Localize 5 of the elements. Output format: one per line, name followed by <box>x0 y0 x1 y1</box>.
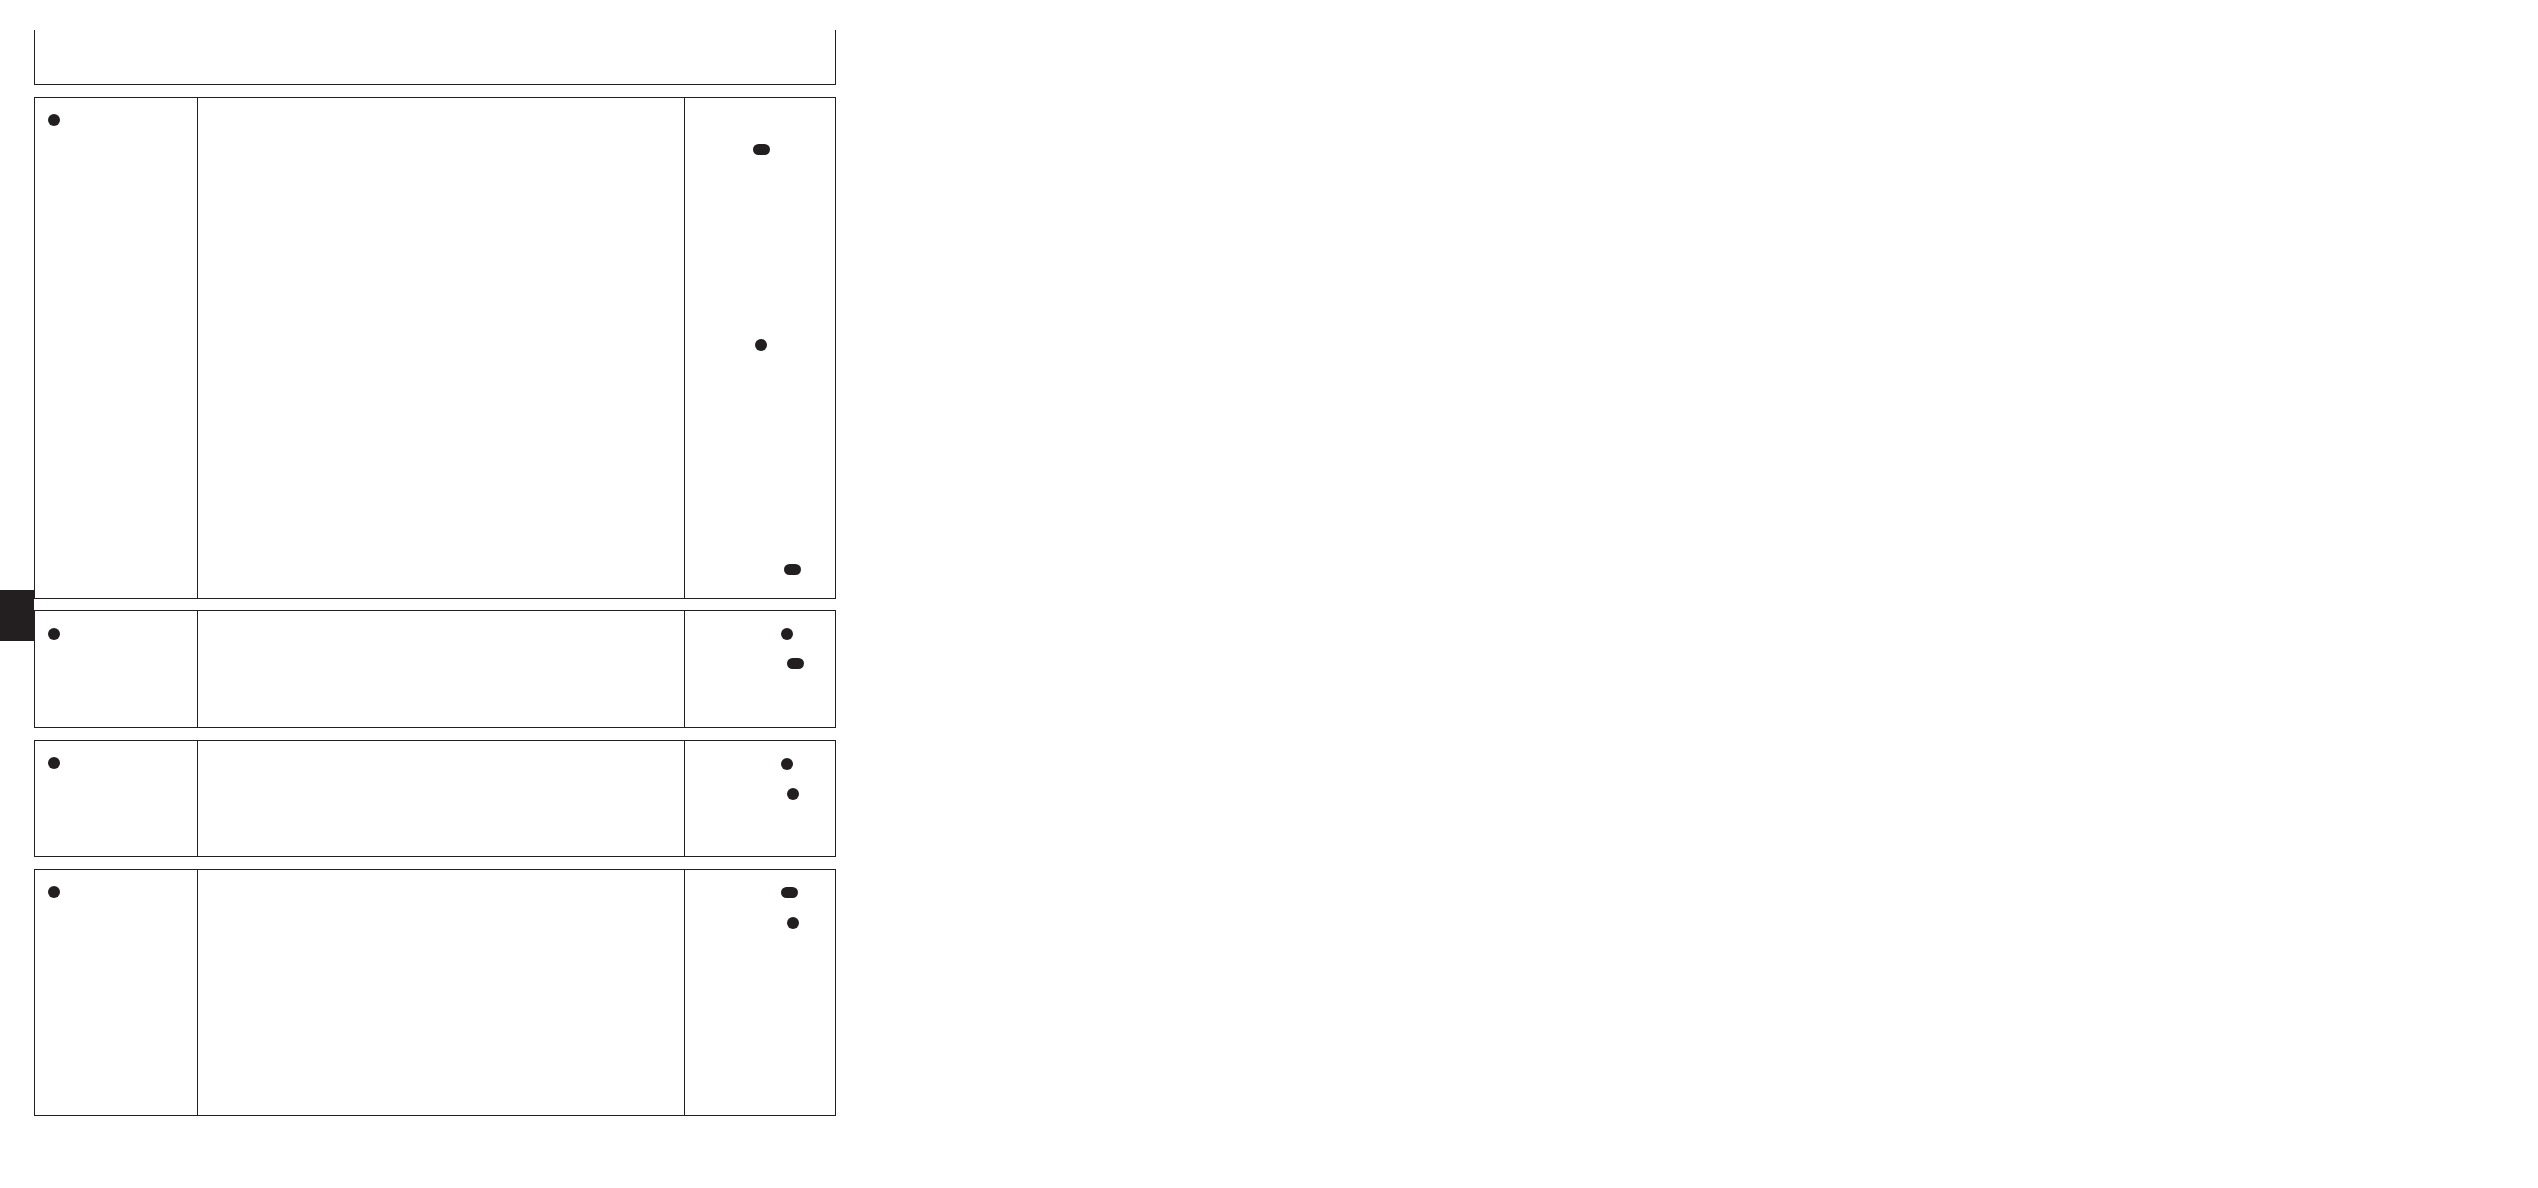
table-row <box>34 610 836 728</box>
table-row <box>34 869 836 1116</box>
table-row <box>34 97 836 599</box>
panel-box <box>34 30 836 85</box>
table-row <box>34 740 836 857</box>
